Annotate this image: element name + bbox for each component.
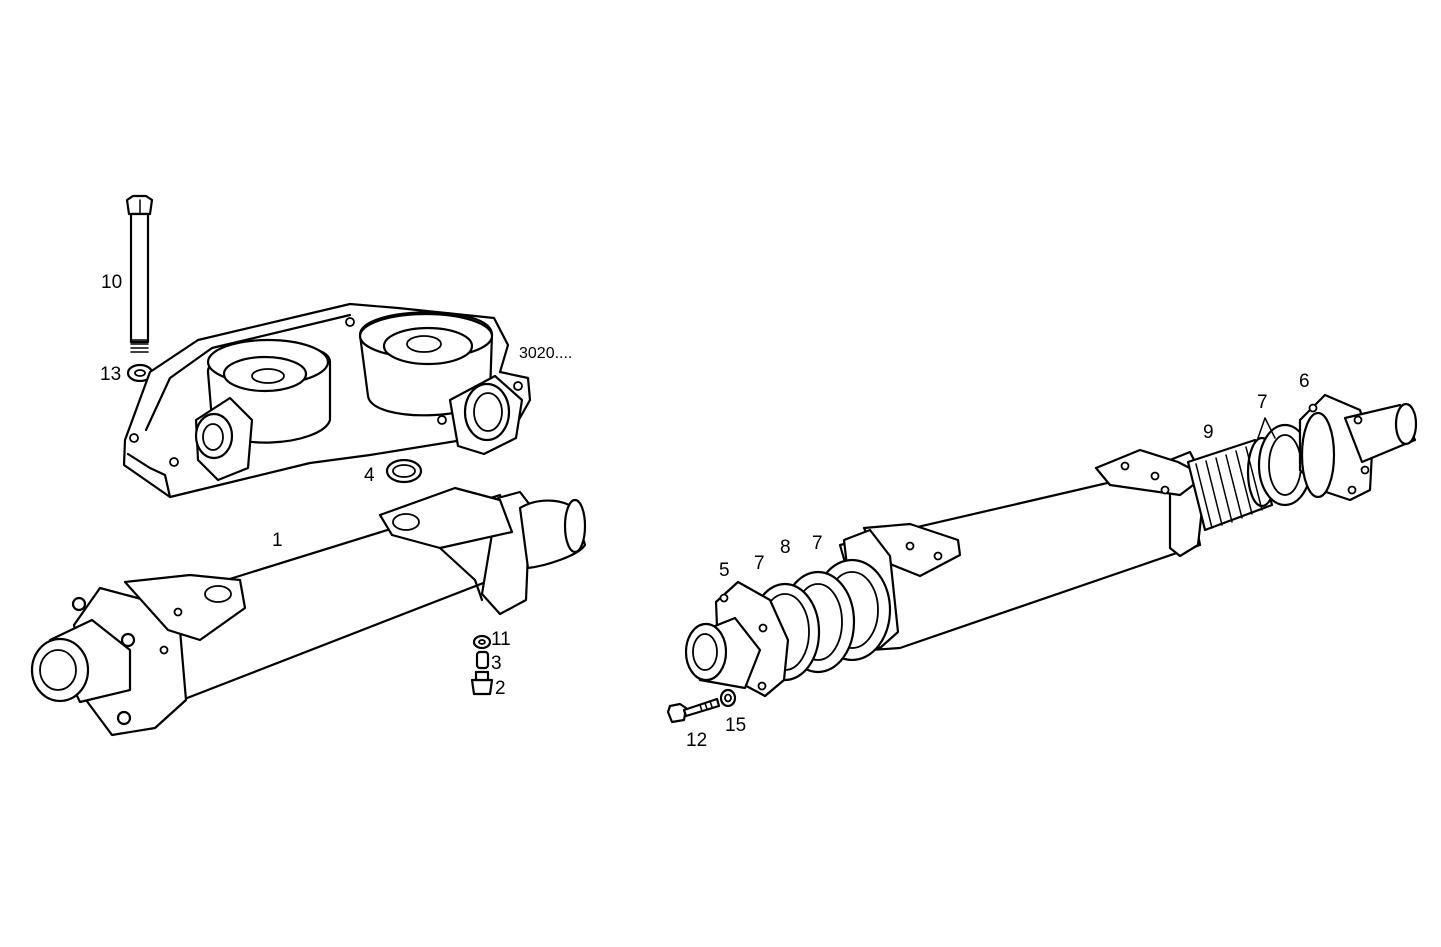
callout-6: 6	[1299, 371, 1310, 392]
washer-part-11	[472, 634, 492, 650]
mounting-bracket	[122, 302, 532, 499]
callout-11: 11	[491, 629, 511, 650]
callout-7-left-outer: 7	[812, 533, 823, 554]
callout-12: 12	[686, 730, 707, 751]
callout-7-left-inner: 7	[754, 553, 765, 574]
end-cover-part-6	[1298, 393, 1418, 502]
long-bolt-part-10	[125, 194, 154, 353]
o-ring-part-4	[385, 458, 423, 484]
plug-part-3	[475, 650, 490, 670]
callout-8: 8	[780, 537, 791, 558]
drain-plug-part-2	[470, 670, 494, 696]
callout-10: 10	[101, 272, 122, 293]
washer-part-15	[719, 688, 737, 708]
reference-label: 3020....	[519, 345, 572, 362]
callout-15: 15	[725, 715, 746, 736]
end-cover-part-5	[684, 580, 790, 698]
callout-1: 1	[272, 530, 283, 551]
callout-7-right: 7	[1257, 392, 1268, 413]
bolt-part-12	[666, 697, 721, 724]
callout-4: 4	[364, 465, 375, 486]
leader-line-7-right	[1257, 417, 1276, 439]
heat-exchanger-assembly-part-1	[30, 486, 587, 737]
callout-5: 5	[719, 560, 730, 581]
callout-13: 13	[100, 364, 121, 385]
callout-2: 2	[495, 678, 506, 699]
callout-9: 9	[1203, 422, 1214, 443]
exploded-shell	[838, 448, 1207, 652]
callout-3: 3	[491, 653, 502, 674]
